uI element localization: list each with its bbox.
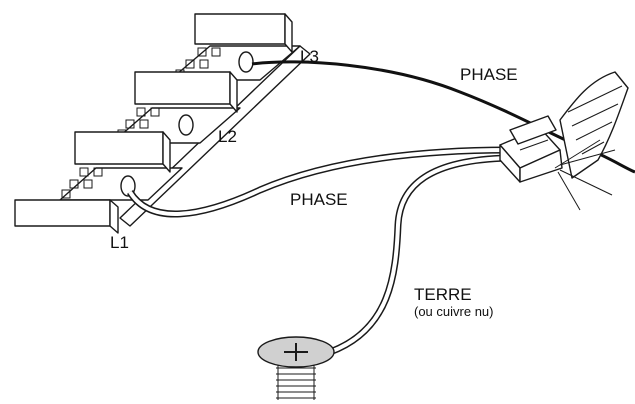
label-phase-top: PHASE xyxy=(460,65,518,84)
ground-wire xyxy=(328,154,509,356)
label-phase-bottom: PHASE xyxy=(290,190,348,209)
phase-wire-black xyxy=(251,60,635,174)
wire-nut-icon xyxy=(554,71,629,211)
ground-screw-icon xyxy=(257,336,335,400)
terminal-block-icon xyxy=(14,13,311,234)
label-l2: L2 xyxy=(218,127,237,146)
wires xyxy=(127,60,635,356)
label-l1: L1 xyxy=(110,233,129,252)
label-terre: TERRE xyxy=(414,285,472,304)
breaker-l2 xyxy=(111,71,241,144)
label-l3: L3 xyxy=(300,47,319,66)
label-terre-note: (ou cuivre nu) xyxy=(414,304,493,319)
breaker-l1 xyxy=(14,131,183,234)
wire-connector-icon xyxy=(499,115,563,183)
